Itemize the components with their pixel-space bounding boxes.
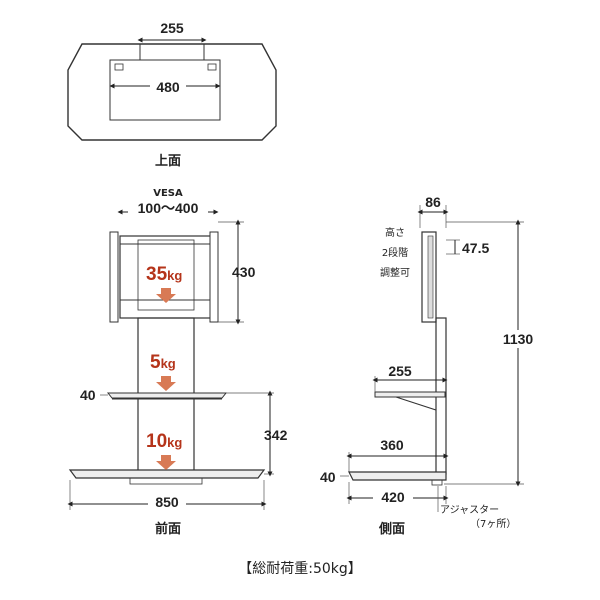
front-base xyxy=(68,469,266,479)
side-bracket-plate xyxy=(427,235,434,319)
bracket-left-arm xyxy=(109,231,119,323)
load-mid-arrow xyxy=(156,376,176,391)
top-width-outer-bg xyxy=(150,79,186,95)
load-mid-value: 5kg xyxy=(150,352,176,373)
side-base-depth-bottom: 420 xyxy=(381,489,405,505)
total-height: 1130 xyxy=(503,331,534,347)
front-view: VESA 100～400 35kg 5kg 10kg 430 40 xyxy=(67,188,288,537)
adjuster-label: アジャスター xyxy=(440,504,499,516)
base-width: 850 xyxy=(155,494,179,510)
side-view-caption: 側面 xyxy=(378,521,405,537)
height-note-line1: 高さ xyxy=(385,226,405,239)
front-view-caption: 前面 xyxy=(155,521,181,537)
load-top-arrow xyxy=(156,288,176,303)
top-view: 255 480 上面 xyxy=(67,20,277,169)
side-adjuster xyxy=(431,479,443,486)
side-shelf-bracket xyxy=(395,396,437,411)
front-base-foot xyxy=(129,477,203,485)
total-height-bg xyxy=(490,330,546,348)
side-shelf xyxy=(374,391,446,398)
load-bottom-arrow xyxy=(156,455,176,470)
total-load-note: 【総耐荷重:50kg】 xyxy=(238,561,362,577)
top-view-bracket-block xyxy=(139,43,205,61)
height-note-line3: 調整可 xyxy=(380,266,410,279)
load-top-value: 35kg xyxy=(146,264,182,285)
base-width-bg xyxy=(148,494,186,510)
side-base xyxy=(348,471,447,481)
vesa-range: 100～400 xyxy=(138,200,199,216)
bracket-center-plate xyxy=(137,239,195,311)
side-shelf-depth: 255 xyxy=(388,363,412,379)
side-base-depth-bottom-bg xyxy=(373,488,413,504)
side-bracket xyxy=(421,231,437,323)
side-offset: 47.5 xyxy=(462,240,489,256)
vesa-label: VESA xyxy=(153,188,183,199)
height-note-line2: 2段階 xyxy=(382,246,408,259)
top-view-caption: 上面 xyxy=(155,154,181,169)
side-base-depth-top: 360 xyxy=(380,437,404,453)
top-width-inner: 255 xyxy=(160,20,184,36)
side-base-thickness: 40 xyxy=(320,469,336,485)
bracket-height: 430 xyxy=(232,264,256,280)
top-view-tab-right xyxy=(207,63,217,71)
vesa-range-bg xyxy=(128,200,208,216)
side-view: 86 47.5 高さ 2段階 調整可 1130 255 360 xyxy=(320,194,546,537)
shelf-height: 342 xyxy=(264,427,288,443)
top-view-tab-left xyxy=(114,63,124,71)
shelf-thickness: 40 xyxy=(80,387,96,403)
top-view-bracket-plate xyxy=(109,59,221,121)
front-shelf xyxy=(106,392,228,399)
bracket-right-arm xyxy=(209,231,219,323)
adjuster-count: （7ヶ所） xyxy=(470,518,516,530)
side-depth-top: 86 xyxy=(425,194,441,210)
top-width-outer: 480 xyxy=(156,79,180,95)
load-bottom-value: 10kg xyxy=(146,431,182,452)
top-view-base-outline xyxy=(67,43,277,141)
